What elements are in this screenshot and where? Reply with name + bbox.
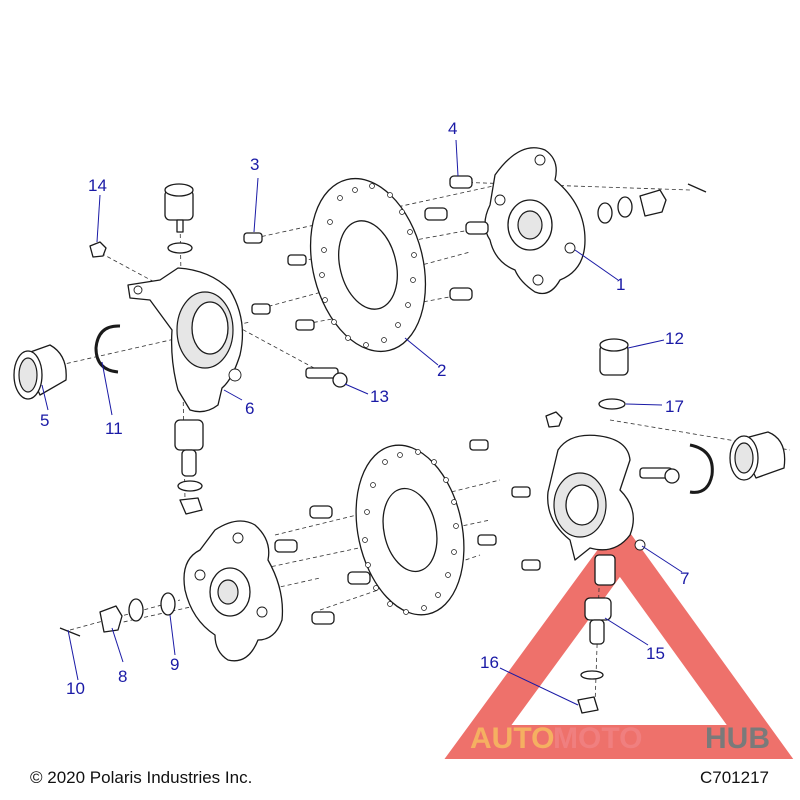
callout-2: 2 — [437, 361, 446, 380]
ball-joint-lower-left — [174, 419, 204, 515]
watermark-triangle — [444, 519, 794, 759]
callout-13: 13 — [370, 387, 389, 406]
callout-16: 16 — [480, 653, 499, 672]
watermark-hub: HUB — [705, 722, 770, 755]
axle-hardware-lower — [59, 592, 176, 637]
callout-4: 4 — [448, 119, 457, 138]
copyright-text: © 2020 Polaris Industries Inc. — [30, 768, 252, 787]
callout-3: 3 — [250, 155, 259, 174]
snap-ring-left — [94, 324, 121, 374]
hub-lower — [183, 520, 284, 662]
ball-joint-upper-left — [164, 183, 194, 254]
steering-knuckle-left — [127, 267, 244, 413]
steering-knuckle-right — [547, 434, 646, 561]
hub-upper — [484, 147, 586, 295]
callout-5: 5 — [40, 411, 49, 430]
caliper-bolts-lower — [469, 439, 541, 571]
nut-right-top — [545, 411, 563, 428]
callout-8: 8 — [118, 667, 127, 686]
callout-6: 6 — [245, 399, 254, 418]
leader-lines — [41, 139, 683, 706]
watermark-moto: MOTO — [553, 722, 642, 755]
callout-7: 7 — [680, 569, 689, 588]
snap-ring-17 — [598, 398, 626, 410]
drawing-number: C701217 — [700, 768, 769, 787]
bolt-13 — [305, 367, 348, 388]
callout-12: 12 — [665, 329, 684, 348]
caliper-bolts-upper — [243, 232, 315, 331]
callout-17: 17 — [665, 397, 684, 416]
brake-disc-upper — [309, 177, 427, 353]
callout-1: 1 — [616, 275, 625, 294]
nut-14 — [89, 241, 107, 258]
bolt-right — [639, 467, 680, 484]
brake-disc-lower — [355, 444, 465, 616]
callout-15: 15 — [646, 644, 665, 663]
callout-11: 11 — [105, 419, 123, 438]
ball-joint-lower-right — [577, 554, 616, 714]
bearing-right — [729, 431, 786, 481]
callout-14: 14 — [88, 176, 107, 195]
wheel-studs-lower — [274, 505, 371, 625]
ball-joint-upper-right — [599, 338, 629, 376]
snap-ring-right — [689, 443, 714, 494]
axle-hardware-upper — [597, 183, 707, 224]
callout-9: 9 — [170, 655, 179, 674]
watermark-auto: AUTO — [470, 722, 554, 755]
bearing-left — [13, 344, 67, 400]
watermark-logo: AUTO MOTO HUB — [470, 722, 770, 755]
wheel-studs-upper — [424, 175, 489, 301]
callout-10: 10 — [66, 679, 85, 698]
callout-labels: 1 2 3 4 5 6 7 8 9 10 11 12 13 14 15 16 1… — [40, 119, 689, 698]
